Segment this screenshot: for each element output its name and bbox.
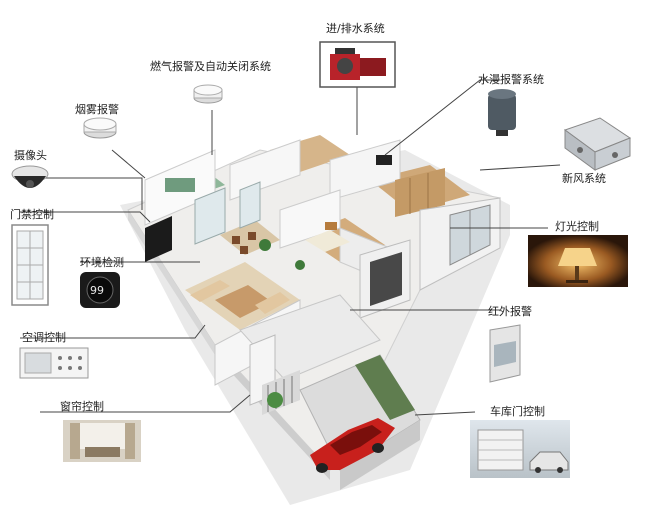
thermostat-reading: 99	[90, 284, 104, 297]
pir-sensor-icon	[489, 324, 521, 383]
label-fresh-air: 新风系统	[562, 172, 606, 185]
label-water-leak: 水漫报警系统	[478, 73, 544, 86]
label-lighting: 灯光控制	[555, 220, 599, 233]
gas-detector-icon	[193, 84, 223, 104]
label-ac-control: 空调控制	[22, 331, 66, 344]
table-lamp-icon	[528, 235, 628, 287]
curtain-room-icon	[63, 420, 141, 462]
door-panel-icon	[11, 224, 49, 306]
house-cutaway	[120, 135, 510, 505]
smoke-detector-icon	[83, 117, 117, 139]
car	[310, 418, 395, 473]
garage-door-icon	[470, 420, 570, 478]
thermostat-icon	[80, 272, 120, 308]
label-access-control: 门禁控制	[10, 208, 54, 221]
label-infrared-alarm: 红外报警	[488, 305, 532, 318]
label-gas-alarm: 燃气报警及自动关闭系统	[150, 60, 271, 73]
ac-panel-icon	[19, 347, 89, 379]
label-garage-door: 车库门控制	[490, 405, 545, 418]
label-smoke-alarm: 烟雾报警	[75, 103, 119, 116]
callout-lines	[20, 68, 561, 416]
label-water-pump: 进/排水系统	[326, 22, 385, 35]
dome-camera-icon	[11, 165, 49, 188]
water-pump-icon	[319, 41, 396, 88]
label-camera: 摄像头	[14, 149, 47, 162]
label-environment: 环境检测	[80, 256, 124, 269]
ventilation-unit-icon	[563, 117, 632, 171]
leak-sensor-icon	[488, 89, 516, 136]
label-curtain-control: 窗帘控制	[60, 400, 104, 413]
